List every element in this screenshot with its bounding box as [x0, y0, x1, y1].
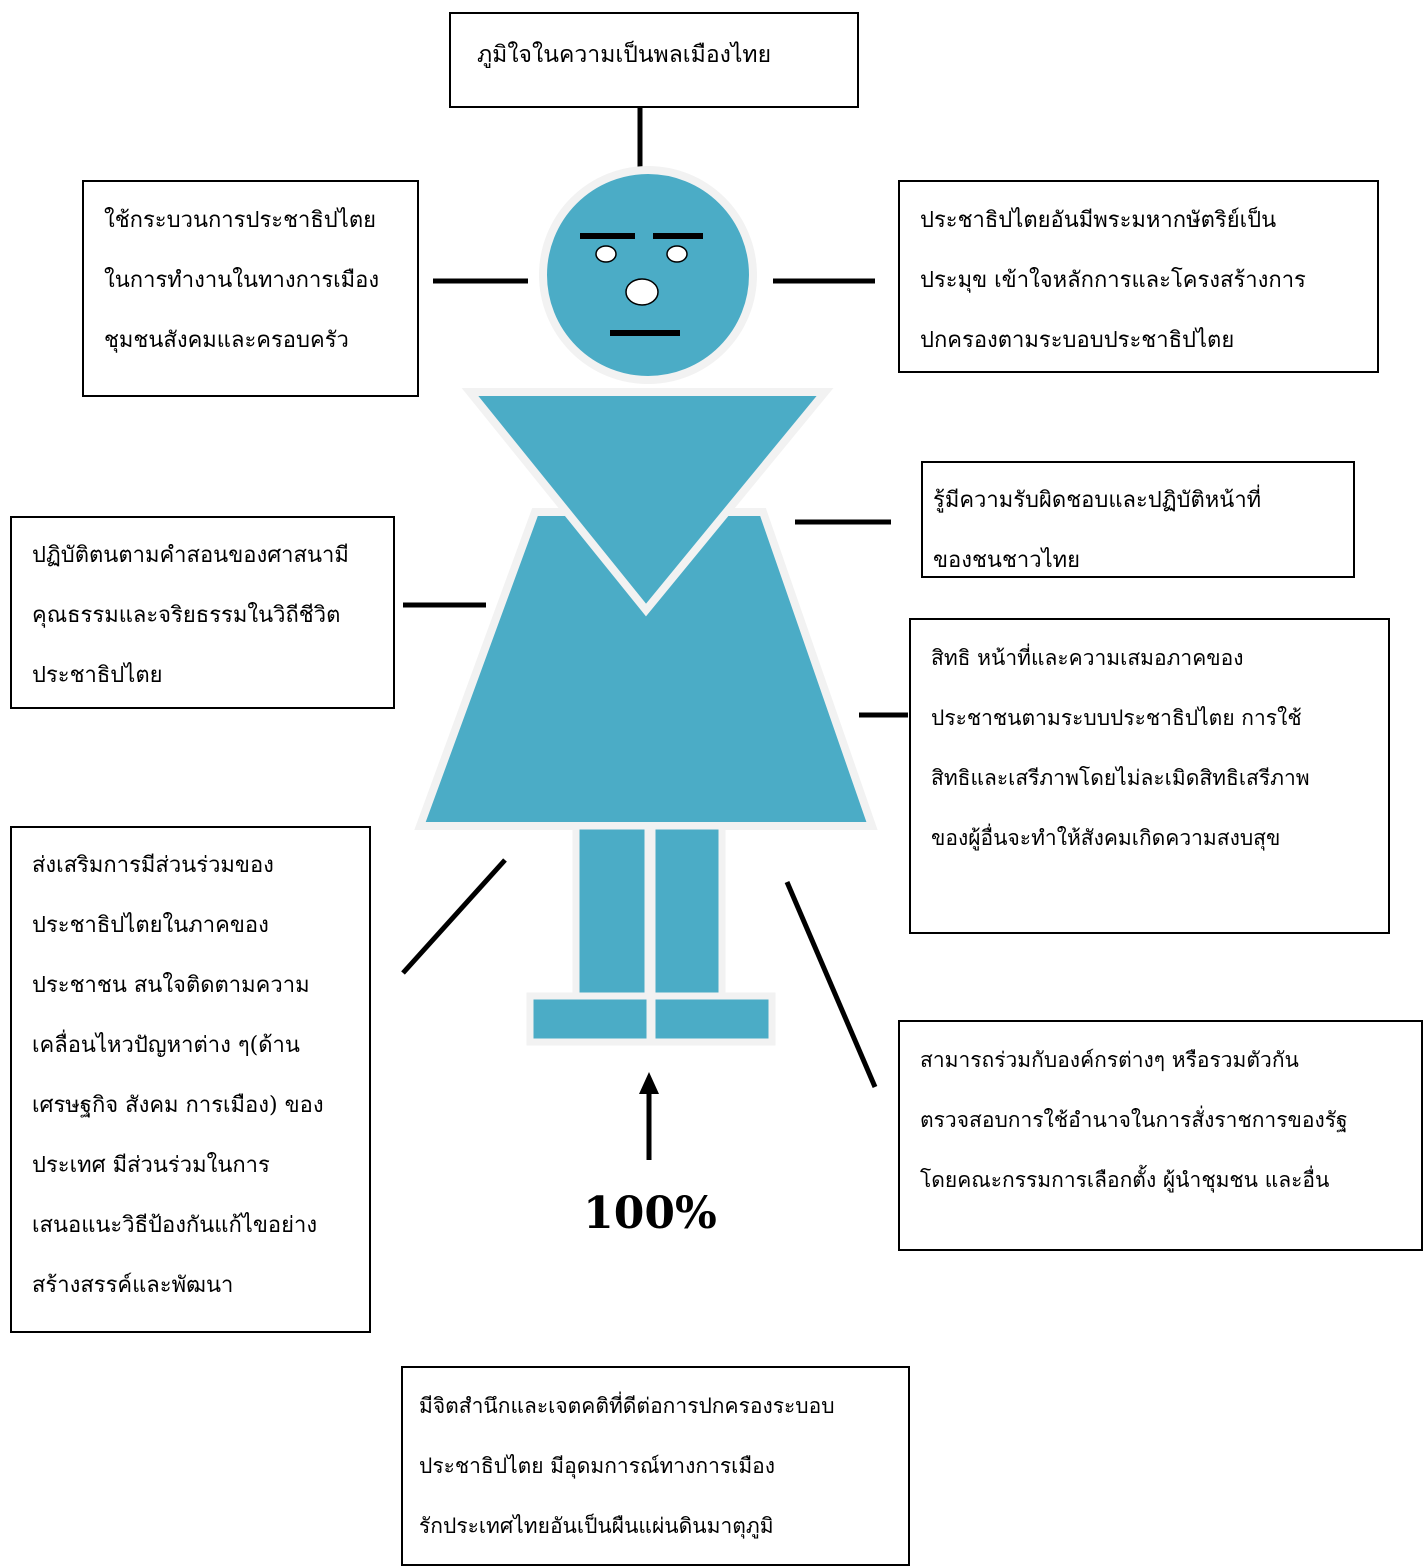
box-text-line: เคลื่อนไหวปัญหาต่าง ๆ(ด้าน	[32, 1033, 300, 1058]
box-text-line: สิทธิ หน้าที่และความเสมอภาคของ	[931, 646, 1244, 670]
box-text-line: เสนอแนะวิธีป้องกันแก้ไขอย่าง	[32, 1213, 318, 1238]
box-constitutional-monarchy: ประชาธิปไตยอันมีพระมหากษัตริย์เป็น ประมุ…	[898, 180, 1379, 373]
box-responsibility: รู้มีความรับผิดชอบและปฏิบัติหน้าที่ ของช…	[921, 461, 1355, 578]
box-rights-duties: สิทธิ หน้าที่และความเสมอภาคของ ประชาชนตา…	[909, 618, 1390, 934]
right-leg	[648, 822, 726, 1002]
percent-label: 100%	[583, 1188, 717, 1239]
box-text-line: ประชาธิปไตย มีอุดมการณ์ทางการเมือง	[419, 1454, 776, 1478]
left-foot	[526, 992, 654, 1046]
connector-bottom-left	[401, 858, 507, 975]
box-text-line: ของผู้อื่นจะทำให้สังคมเกิดความสงบสุข	[931, 826, 1281, 850]
box-text-line: สิทธิและเสรีภาพโดยไม่ละเมิดสิทธิเสรีภาพ	[931, 766, 1310, 790]
box-text-line: ตรวจสอบการใช้อำนาจในการสั่งราชการของรัฐ	[920, 1108, 1348, 1132]
box-text-line: ส่งเสริมการมีส่วนร่วมของ	[32, 853, 274, 878]
box-text-line: ใช้กระบวนการประชาธิปไตย	[104, 208, 376, 233]
box-text-line: ประชาชน สนใจติดตามความ	[32, 973, 310, 998]
box-democratic-process: ใช้กระบวนการประชาธิปไตย ในการทำงานในทางก…	[82, 180, 419, 397]
nose	[625, 278, 659, 306]
right-foot	[648, 992, 776, 1046]
box-text-line: ปกครองตามระบอบประชาธิปไตย	[920, 328, 1235, 353]
left-eye	[595, 245, 617, 263]
box-text-line: รู้มีความรับผิดชอบและปฏิบัติหน้าที่	[933, 488, 1262, 513]
box-text-line: ประชาธิปไตยอันมีพระมหากษัตริย์เป็น	[920, 208, 1277, 233]
box-text-line: โดยคณะกรรมการเลือกตั้ง ผู้นำชุมชน และอื่…	[920, 1168, 1330, 1192]
box-text-line: ภูมิใจในความเป็นพลเมืองไทย	[477, 42, 772, 68]
figure-torso-triangle	[461, 388, 834, 617]
box-text-line: ประชาธิปไตย	[32, 663, 163, 688]
box-text-line: เศรษฐกิจ สังคม การเมือง) ของ	[32, 1093, 324, 1118]
box-text-line: ประชาชนตามระบบประชาธิปไตย การใช้	[931, 706, 1302, 730]
box-text-line: ประเทศ มีส่วนร่วมในการ	[32, 1153, 270, 1178]
box-text-line: รักประเทศไทยอันเป็นผืนแผ่นดินมาตุภูมิ	[419, 1514, 774, 1538]
box-text-line: ปฏิบัติตนตามคำสอนของศาสนามี	[32, 543, 349, 568]
box-text-line: คุณธรรมและจริยธรรมในวิถีชีวิต	[32, 603, 341, 628]
box-text-line: สร้างสรรค์และพัฒนา	[32, 1273, 234, 1298]
box-text-line: ประชาธิปไตยในภาคของ	[32, 913, 269, 938]
box-organizations: สามารถร่วมกับองค์กรต่างๆ หรือรวมตัวกัน ต…	[898, 1020, 1423, 1251]
box-text-line: ประมุข เข้าใจหลักการและโครงสร้างการ	[920, 268, 1306, 293]
box-participation: ส่งเสริมการมีส่วนร่วมของ ประชาธิปไตยในภา…	[10, 826, 371, 1333]
connector-bottom-right	[784, 881, 878, 1088]
right-eye	[666, 245, 688, 263]
box-text-line: ชุมชนสังคมและครอบครัว	[104, 328, 349, 353]
box-text-line: มีจิตสำนึกและเจตคติที่ดีต่อการปกครองระบอ…	[419, 1394, 835, 1418]
figure-face	[580, 233, 703, 336]
box-text-line: ของชนชาวไทย	[933, 548, 1081, 573]
box-text-line: สามารถร่วมกับองค์กรต่างๆ หรือรวมตัวกัน	[920, 1048, 1299, 1072]
connector-lines	[401, 108, 908, 1088]
box-text-line: ในการทำงานในทางการเมือง	[104, 268, 380, 293]
box-religion-morals: ปฏิบัติตนตามคำสอนของศาสนามี คุณธรรมและจร…	[10, 516, 395, 709]
left-leg	[572, 822, 652, 1002]
box-thai-citizen-pride: ภูมิใจในความเป็นพลเมืองไทย	[449, 12, 859, 108]
box-conscience-patriotism: มีจิตสำนึกและเจตคติที่ดีต่อการปกครองระบอ…	[401, 1366, 910, 1566]
figure-head	[539, 166, 757, 384]
up-arrow-icon	[639, 1072, 659, 1160]
